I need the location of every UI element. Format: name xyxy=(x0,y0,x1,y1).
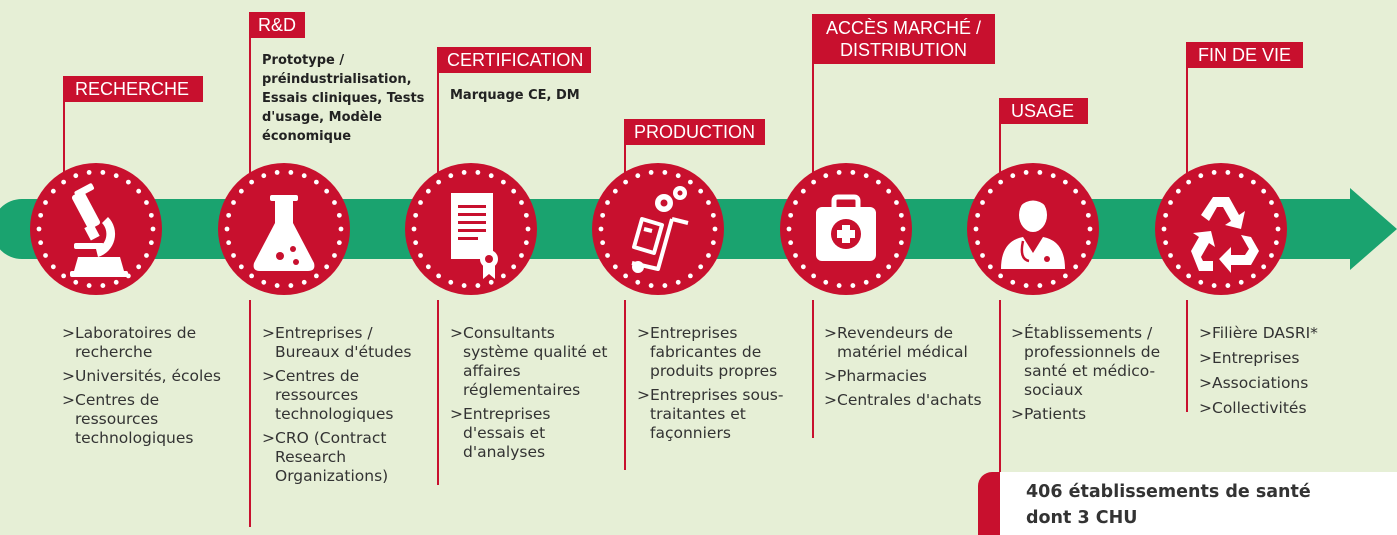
connector-usage-bottom xyxy=(999,300,1001,535)
list-item: Pharmacies xyxy=(824,367,992,386)
connector-certification-bottom xyxy=(437,300,439,485)
list-recherche: Laboratoires de recherche Universités, é… xyxy=(62,324,242,453)
list-findevie: Filière DASRI* Entreprises Associations … xyxy=(1199,324,1389,423)
tag-usage: USAGE xyxy=(999,98,1089,124)
list-rd: Entreprises / Bureaux d'études Centres d… xyxy=(262,324,432,491)
connector-rd-bottom xyxy=(249,300,251,527)
circle-acces xyxy=(780,163,912,295)
list-certification: Consultants système qualité et affaires … xyxy=(450,324,615,467)
connector-acces xyxy=(812,48,814,180)
list-item: Laboratoires de recherche xyxy=(62,324,242,362)
list-item: Associations xyxy=(1199,374,1389,393)
list-item: CRO (Contract Research Organizations) xyxy=(262,429,432,486)
list-item: Patients xyxy=(1011,405,1181,424)
circle-production xyxy=(592,163,724,295)
stat-line-2: dont 3 CHU xyxy=(1026,508,1138,528)
connector-rd xyxy=(249,22,251,180)
list-production: Entreprises fabricantes de produits prop… xyxy=(637,324,805,448)
medical-kit-icon xyxy=(816,194,876,261)
connector-usage xyxy=(999,110,1001,180)
connector-findevie-bottom xyxy=(1186,300,1188,412)
list-item: Universités, écoles xyxy=(62,367,242,386)
list-item: Entreprises d'essais et d'analyses xyxy=(450,405,615,462)
circle-certification xyxy=(405,163,537,295)
stat-accent-bar xyxy=(978,472,1000,535)
list-item: Consultants système qualité et affaires … xyxy=(450,324,615,400)
hand-truck-gears-icon xyxy=(631,186,689,273)
doctor-icon xyxy=(1001,197,1065,269)
list-item: Centres de ressources technologiques xyxy=(262,367,432,424)
connector-production xyxy=(624,130,626,180)
list-item: Centrales d'achats xyxy=(824,391,992,410)
tag-acces: ACCÈS MARCHÉ / DISTRIBUTION xyxy=(812,14,996,64)
list-item: Centres de ressources technologiques xyxy=(62,391,242,448)
list-item: Établissements / professionnels de santé… xyxy=(1011,324,1181,400)
stat-text: 406 établissements de santé dont 3 CHU xyxy=(1026,479,1311,531)
connector-findevie xyxy=(1186,58,1188,180)
list-usage: Établissements / professionnels de santé… xyxy=(1011,324,1181,429)
circle-recherche xyxy=(30,163,162,295)
connector-certification xyxy=(437,58,439,180)
list-acces: Revendeurs de matériel médical Pharmacie… xyxy=(824,324,992,415)
list-item: Filière DASRI* xyxy=(1199,324,1389,343)
connector-recherche xyxy=(63,83,65,180)
list-item: Entreprises / Bureaux d'études xyxy=(262,324,432,362)
list-item: Entreprises xyxy=(1199,349,1389,368)
connector-production-bottom xyxy=(624,300,626,470)
subtitle-rd: Prototype / préindustrialisation, Essais… xyxy=(262,53,425,144)
tag-certification: CERTIFICATION xyxy=(437,47,592,73)
connector-acces-bottom xyxy=(812,300,814,438)
circle-usage xyxy=(967,163,1099,295)
circle-findevie xyxy=(1155,163,1287,295)
certificate-icon xyxy=(451,193,498,279)
list-item: Revendeurs de matériel médical xyxy=(824,324,992,362)
list-item: Entreprises sous-traitantes et façonnier… xyxy=(637,386,805,443)
stat-box: 406 établissements de santé dont 3 CHU xyxy=(978,472,1397,535)
tag-findevie: FIN DE VIE xyxy=(1186,42,1304,68)
tag-recherche: RECHERCHE xyxy=(63,76,204,102)
circle-rd xyxy=(218,163,350,295)
flask-icon xyxy=(253,195,315,271)
stat-line-1: 406 établissements de santé xyxy=(1026,482,1311,502)
microscope-icon xyxy=(70,183,128,277)
tag-rd: R&D xyxy=(249,12,306,38)
recycle-icon xyxy=(1191,197,1259,273)
list-item: Collectivités xyxy=(1199,399,1389,418)
subtitle-certification: Marquage CE, DM xyxy=(450,88,580,103)
tag-production: PRODUCTION xyxy=(624,119,765,145)
list-item: Entreprises fabricantes de produits prop… xyxy=(637,324,805,381)
